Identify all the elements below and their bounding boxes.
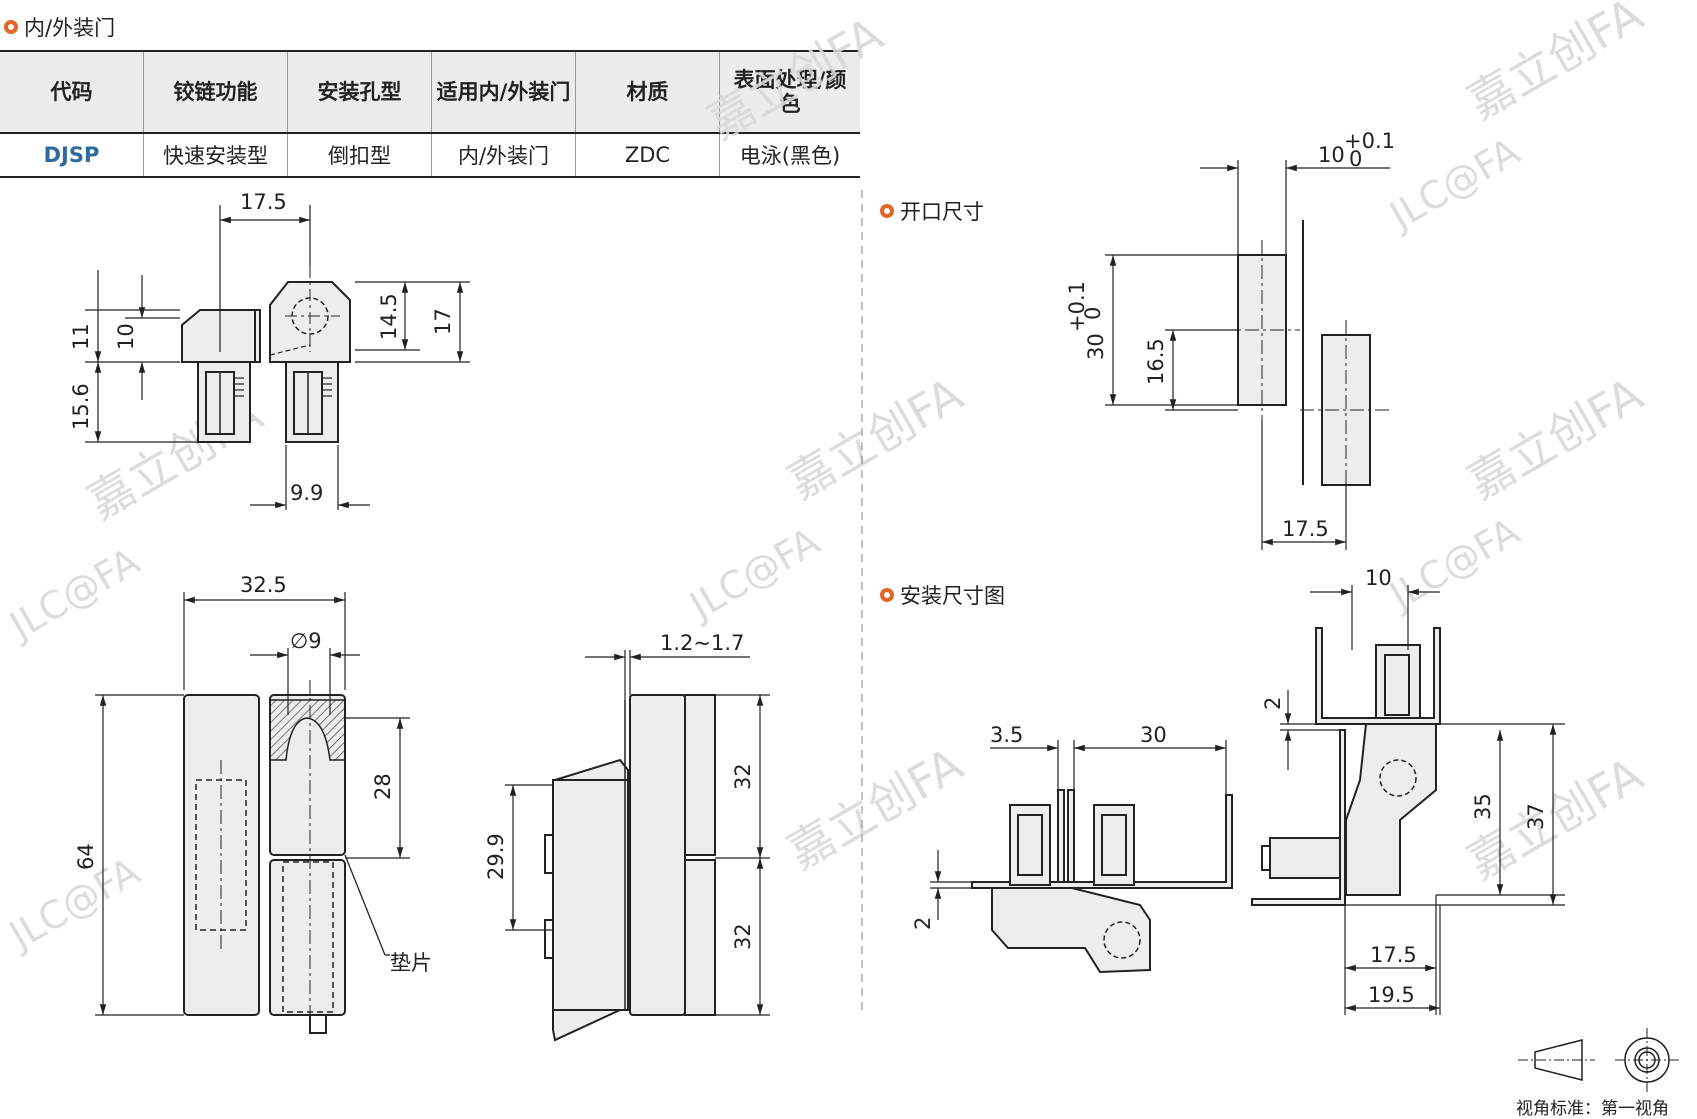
dim-opening-h-tol-up: +0.1 [1065,281,1089,332]
header-hole-type: 安装孔型 [287,51,432,133]
install-right-dimensions [1280,585,1565,1015]
dim-opening-w-tol-low: 0 [1349,147,1362,171]
dim-top-h4: 17 [431,308,455,335]
install-right-labels: 10 2 35 37 17.5 19.5 [1261,566,1548,1007]
dim-opening-w: 10 [1318,143,1345,167]
dim-front-h: 64 [74,843,98,870]
dim-opening-h2: 16.5 [1144,338,1168,385]
section-title-door: 内/外装门 [4,12,115,42]
header-function: 铰链功能 [143,51,288,133]
section-ring-icon [880,204,894,218]
dim-front-dia: ∅9 [290,629,322,653]
section-title-opening-text: 开口尺寸 [900,200,984,224]
section-title-opening: 开口尺寸 [880,196,984,226]
dim-install-left-b: 30 [1140,723,1167,747]
dim-front-h2: 28 [371,773,395,800]
dim-side-h1: 29.9 [484,833,508,880]
dim-install-right-c: 35 [1471,793,1495,820]
watermark-brand-2: JLC@FA [681,519,827,629]
dim-install-right-e: 17.5 [1370,943,1417,967]
projection-note: 视角标准：第一视角 [1516,1099,1669,1119]
section-ring-icon [4,20,18,34]
install-left-dimensions [930,740,1227,920]
side-view-drawing [544,694,716,1042]
section-title-install: 安装尺寸图 [880,580,1005,610]
front-view-drawing [183,680,390,1034]
opening-drawing [1220,220,1390,500]
table-row: DJSP 快速安装型 倒扣型 内/外装门 ZDC 电泳(黑色) [0,133,860,177]
install-left-drawing [971,789,1233,974]
dim-install-right-d: 37 [1524,803,1548,830]
dim-top-h2: 10 [114,323,138,350]
watermark-cn-5: 嘉立创FA [1459,367,1652,510]
watermark-cn-6: 嘉立创FA [779,737,972,880]
opening-dimensions [1105,160,1390,550]
cell-door-type: 内/外装门 [431,133,576,177]
watermark-cn-2: 嘉立创FA [1459,0,1652,130]
dim-top-w2: 9.9 [290,481,323,505]
top-view-dimensions [85,205,470,510]
cell-hole-type: 倒扣型 [287,133,432,177]
install-right-drawing [1251,627,1441,906]
dim-opening-h: 30 [1084,333,1108,360]
dim-install-left-c: 2 [911,917,935,930]
watermark-cn-4: 嘉立创FA [779,367,972,510]
watermark-brand-3: JLC@FA [1381,129,1527,239]
cell-finish: 电泳(黑色) [719,133,860,177]
dim-opening-w2: 17.5 [1282,517,1329,541]
header-code: 代码 [0,51,144,133]
label-spacer: 垫片 [390,951,432,975]
cell-function: 快速安装型 [143,133,288,177]
watermark-brand-4: JLC@FA [1381,509,1527,619]
watermark-cn-1: 嘉立创FA [699,7,892,150]
cell-material: ZDC [575,133,720,177]
front-view-dimensions [95,592,410,1016]
spec-table: 代码 铰链功能 安装孔型 适用内/外装门 材质 表面处理/颜色 DJSP 快速安… [0,50,860,178]
header-material: 材质 [575,51,720,133]
dim-top-h5: 15.6 [69,383,93,430]
dim-install-right-a: 10 [1365,566,1392,590]
front-view-labels: 32.5 ∅9 64 28 垫片 [74,573,432,975]
section-title-door-text: 内/外装门 [24,16,116,40]
side-view-labels: 1.2~1.7 29.9 32 32 [484,631,755,950]
section-ring-icon [880,588,894,602]
dim-side-h3: 32 [731,923,755,950]
section-title-install-text: 安装尺寸图 [900,584,1005,608]
dim-opening-h-tol-low: 0 [1081,307,1105,320]
dim-side-gap: 1.2~1.7 [660,631,744,655]
dim-top-h3: 14.5 [377,293,401,340]
header-door-type: 适用内/外装门 [431,51,576,133]
watermark-brand-1: JLC@FA [1,539,147,649]
opening-labels: 10 +0.1 0 30 +0.1 0 16.5 17.5 [1065,129,1395,541]
install-left-labels: 3.5 30 2 [911,723,1167,930]
dim-top-h1: 11 [69,323,93,350]
dim-side-h2: 32 [731,763,755,790]
dim-install-left-a: 3.5 [990,723,1023,747]
dim-opening-w-tol-up: +0.1 [1344,129,1395,153]
top-view-drawing [181,266,351,443]
dim-install-right-f: 19.5 [1368,983,1415,1007]
dim-front-w: 32.5 [240,573,287,597]
dim-install-right-b: 2 [1261,697,1285,710]
header-finish: 表面处理/颜色 [719,51,860,133]
side-view-dimensions [505,650,770,1016]
cell-code: DJSP [43,143,100,167]
top-view-labels: 17.5 11 10 14.5 17 15.6 9.9 [69,190,455,505]
dim-top-w: 17.5 [240,190,287,214]
table-header-row: 代码 铰链功能 安装孔型 适用内/外装门 材质 表面处理/颜色 [0,51,860,133]
projection-symbol-icon [1518,1028,1680,1092]
